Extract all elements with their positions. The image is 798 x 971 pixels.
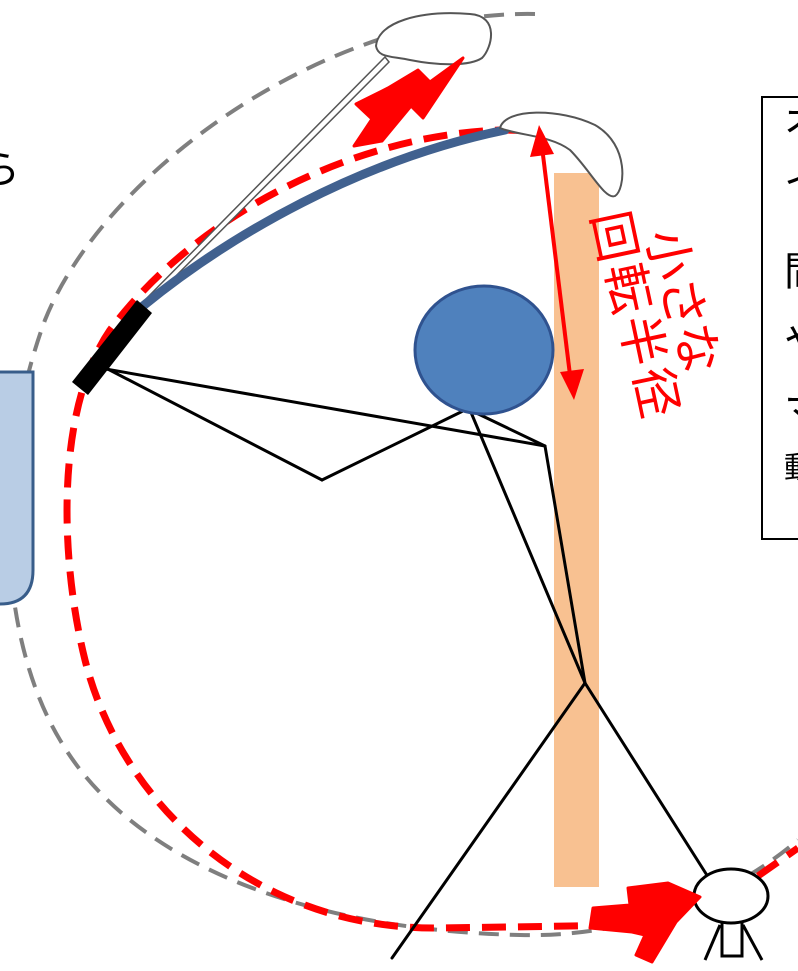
label-char-1: 小 [635,224,702,285]
golf-ball-tee [692,867,770,961]
arm-upper-line [98,363,324,482]
text-box-fragment-6: 動 [784,451,798,486]
tee-line [703,924,722,961]
downswing-arrow-upper [352,56,465,148]
text-box-fragment-2: イ [784,159,798,205]
left-edge-fragment: ら [0,147,20,193]
label-char-7: 径 [622,362,689,423]
label-char-2: さ [649,272,716,333]
text-box-fragment-3: 間 [784,249,798,295]
club-shaft [138,125,510,311]
arm-forearm-line [320,408,467,482]
radius-arrow-head-bottom [560,369,584,400]
small-radius-label: 小 さ な 回 転 半 径 [580,206,730,423]
arm-lower-line [98,366,547,448]
radius-arrow-shaft [541,154,572,376]
radius-double-arrow [530,125,584,400]
tee-line [741,924,764,961]
side-text-box: オ イ 間 や マ 動 [761,96,798,540]
text-box-fragment-5: マ [784,389,798,435]
label-char-6: 半 [608,310,675,371]
label-char-3: な [663,318,730,379]
downswing-arrow-lower [588,881,702,964]
club-grip [72,300,152,395]
right-leg-line [583,681,712,882]
torso-line [468,408,587,685]
golf-ball [692,867,770,925]
back-line [543,444,587,685]
figure-head [413,284,555,416]
club-head [498,111,624,198]
small-swing-arc-tail [755,845,798,879]
club-outline-upper [140,12,492,307]
radius-arrow-head-top [530,125,554,157]
club-outline-head [374,12,492,66]
text-box-fragment-1: オ [784,99,798,145]
stick-figure [98,363,712,960]
text-box-fragment-4: や [784,319,798,365]
side-text-box-frame [761,96,798,540]
side-panel [0,370,35,606]
small-swing-arc [63,126,641,932]
rotation-axis-bar [554,173,599,887]
label-char-4: 回 [580,206,647,267]
shoulder-line [468,408,547,448]
left-leg-line [390,681,587,960]
large-swing-arc [6,11,798,938]
label-char-5: 転 [594,258,661,319]
